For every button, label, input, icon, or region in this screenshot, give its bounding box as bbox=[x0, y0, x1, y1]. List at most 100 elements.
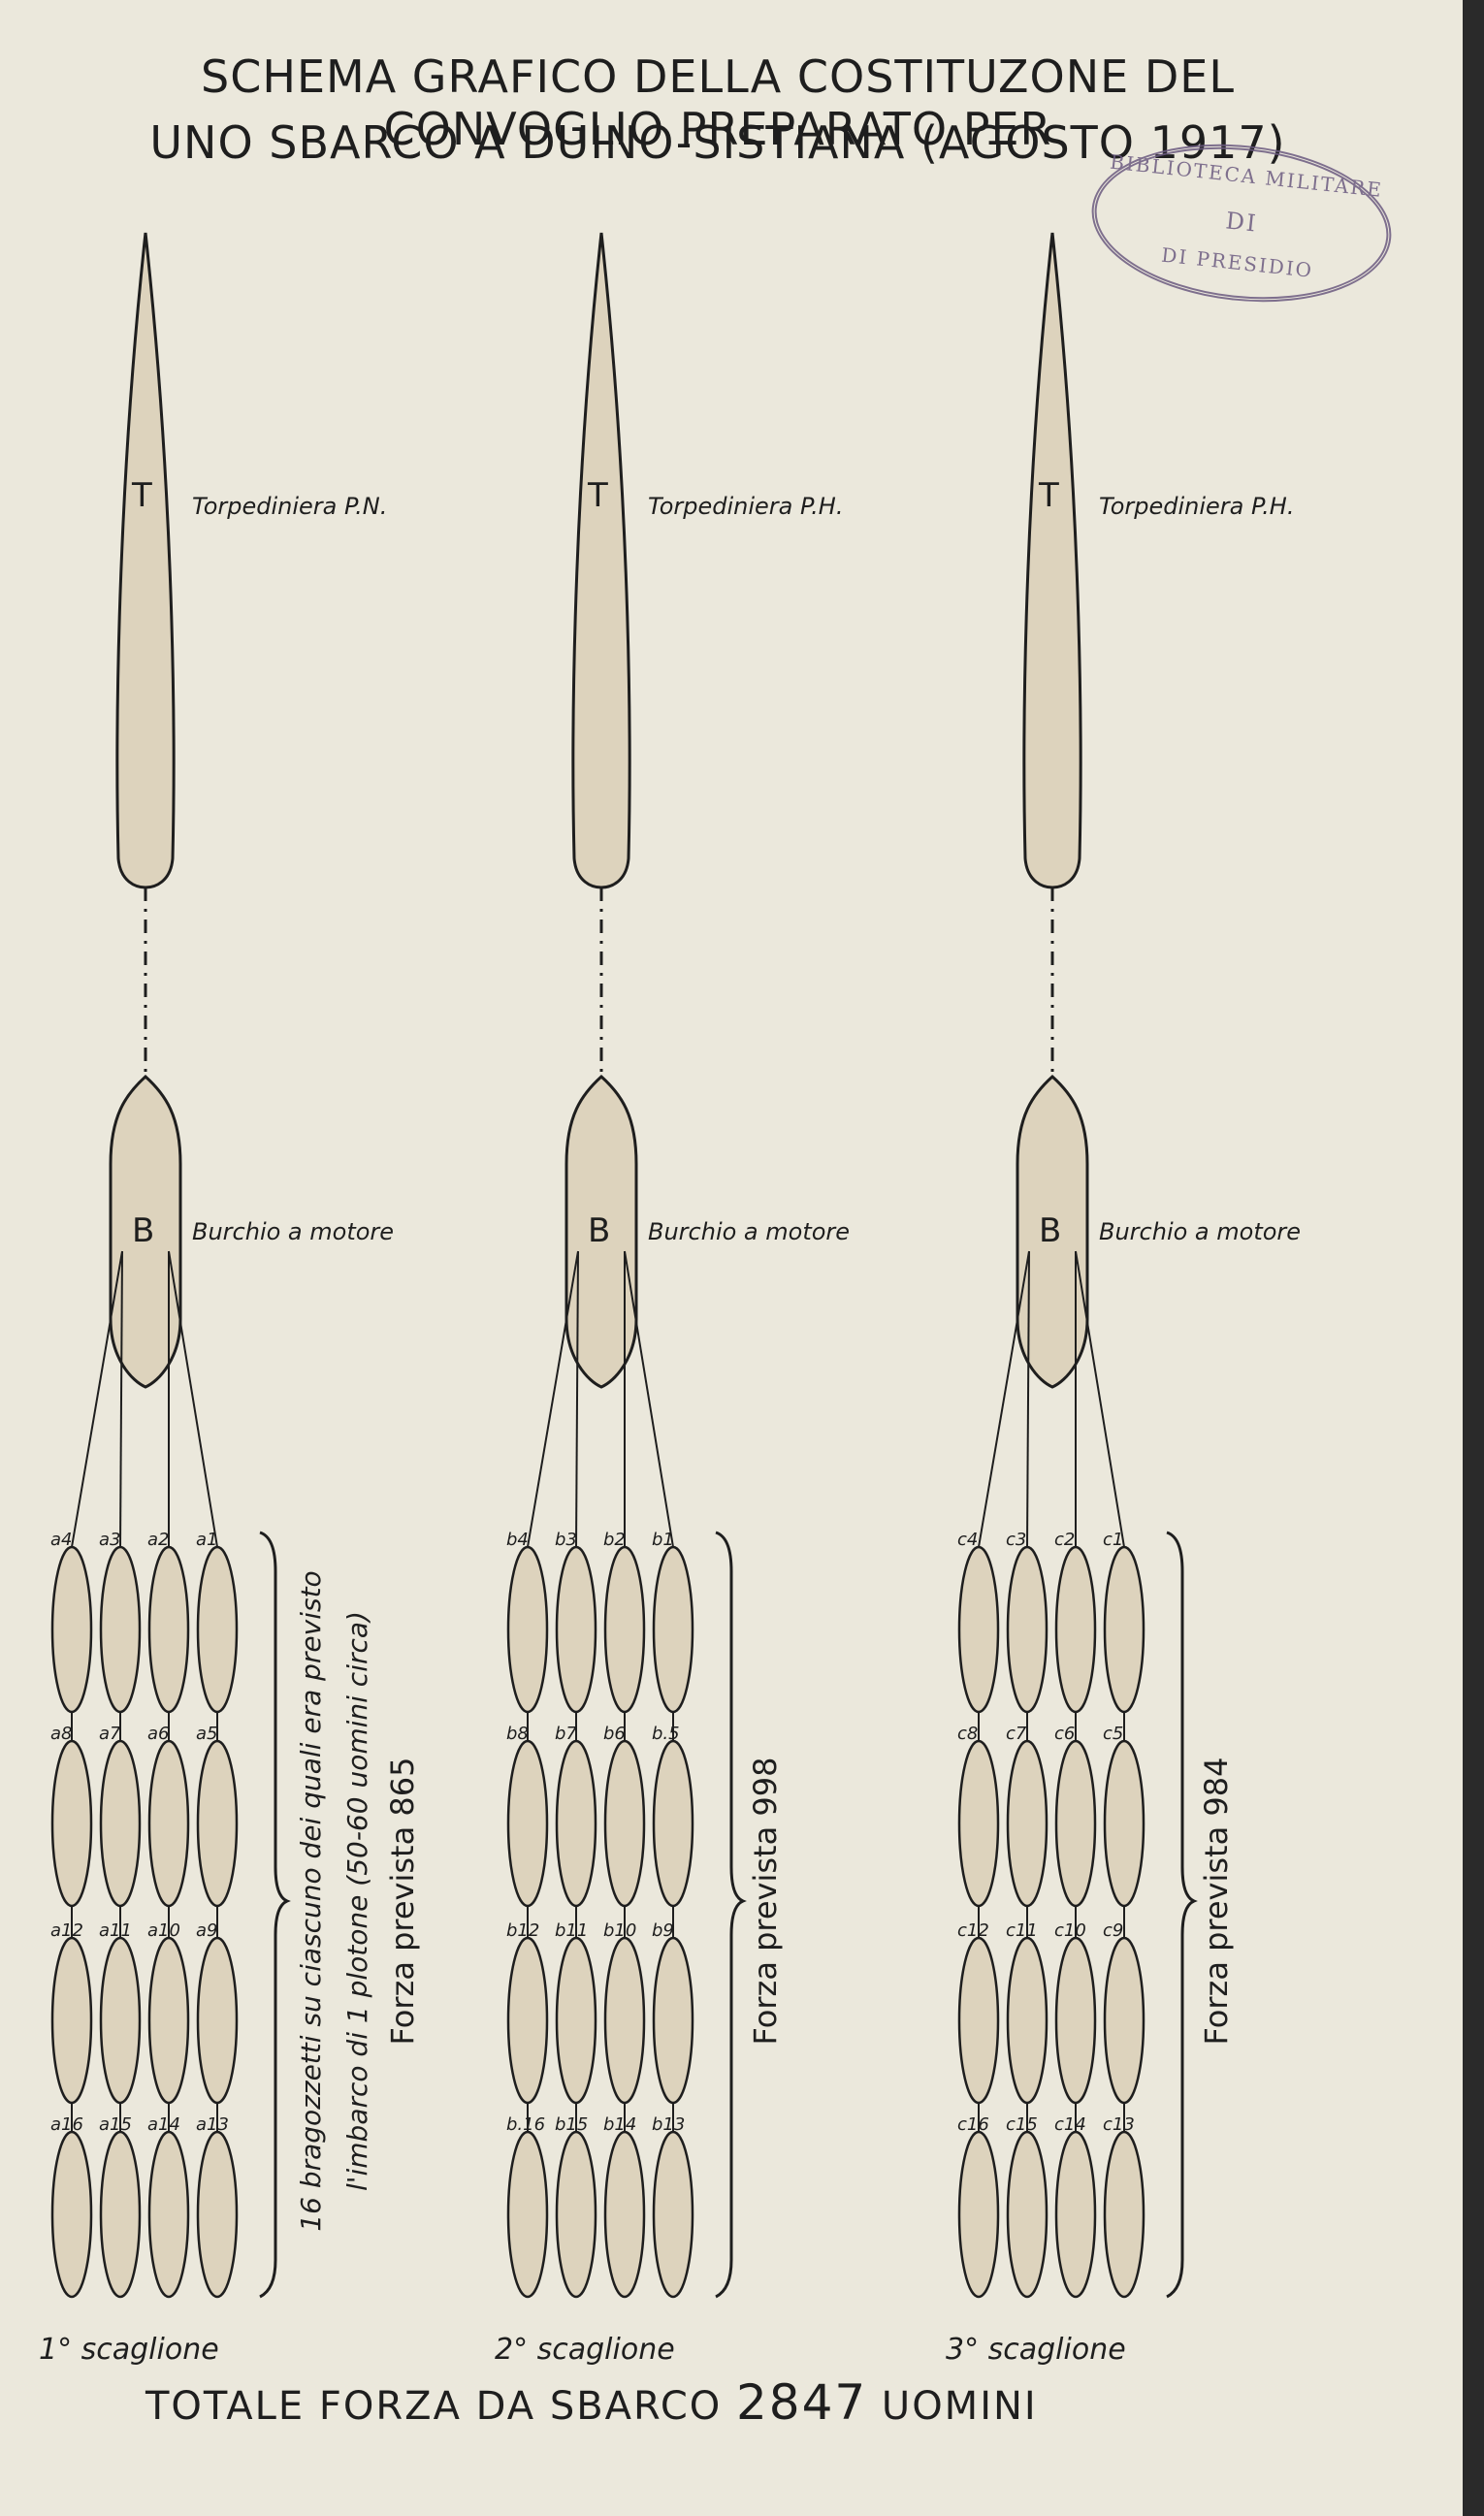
barge-tow-line bbox=[71, 1250, 123, 1548]
small-boat bbox=[555, 2130, 597, 2299]
total-force: TOTALE FORZA DA SBARCO 2847 UOMINI bbox=[145, 2374, 1038, 2431]
barge-tow-line bbox=[527, 1250, 579, 1548]
boat-label: b14 bbox=[603, 2114, 636, 2135]
boat-label: b.5 bbox=[652, 1724, 680, 1744]
small-boat bbox=[1054, 2130, 1097, 2299]
motor-barge-letter: B bbox=[1039, 1211, 1061, 1250]
torpedo-boat-label: Torpediniera P.H. bbox=[1099, 493, 1294, 520]
boat-label: b9 bbox=[652, 1920, 674, 1941]
small-boat bbox=[603, 1936, 646, 2105]
small-boat bbox=[555, 1545, 597, 1714]
force-label: 16 bragozzetti su ciascuno dei quali era… bbox=[295, 1570, 327, 2231]
small-boat bbox=[99, 1936, 142, 2105]
motor-barge-hull bbox=[109, 1074, 182, 1389]
small-boat bbox=[196, 1739, 239, 1908]
boat-label: b13 bbox=[652, 2114, 685, 2135]
torpedo-boat-letter: T bbox=[1038, 476, 1059, 515]
boat-label: c7 bbox=[1006, 1724, 1027, 1744]
motor-barge-label: Burchio a motore bbox=[192, 1218, 394, 1245]
barge-tow-line bbox=[1026, 1250, 1030, 1548]
barge-tow-line bbox=[119, 1250, 123, 1548]
small-boat bbox=[50, 1545, 93, 1714]
torpedo-boat-letter: T bbox=[131, 476, 152, 515]
boat-label: b11 bbox=[555, 1920, 588, 1941]
small-boat bbox=[1054, 1739, 1097, 1908]
boat-label: b4 bbox=[506, 1530, 529, 1550]
force-label: Forza prevista 865 bbox=[384, 1758, 421, 2046]
small-boat bbox=[506, 1936, 549, 2105]
barge-tow-line bbox=[1075, 1250, 1125, 1548]
small-boat bbox=[603, 1739, 646, 1908]
small-boat bbox=[1103, 2130, 1145, 2299]
boat-label: c16 bbox=[957, 2114, 989, 2135]
torpedo-boat-hull bbox=[115, 232, 176, 889]
torpedo-boat-hull bbox=[1022, 232, 1082, 889]
small-boat bbox=[50, 1936, 93, 2105]
motor-barge-hull bbox=[565, 1074, 638, 1389]
motor-barge-label: Burchio a motore bbox=[1099, 1218, 1301, 1245]
small-boat bbox=[555, 1936, 597, 2105]
small-boat bbox=[1054, 1936, 1097, 2105]
torpedo-boat-label: Torpediniera P.N. bbox=[192, 493, 387, 520]
motor-barge-hull bbox=[1016, 1074, 1089, 1389]
boat-label: a4 bbox=[50, 1530, 72, 1550]
small-boat bbox=[1054, 1545, 1097, 1714]
title-line-2: UNO SBARCO A DUINO-SISTIANA (AGOSTO 1917… bbox=[149, 116, 1286, 169]
force-label: Forza prevista 998 bbox=[747, 1758, 784, 2046]
column-3 bbox=[957, 232, 1198, 2299]
force-label: Forza prevista 984 bbox=[1198, 1758, 1235, 2046]
small-boat bbox=[99, 2130, 142, 2299]
boat-label: a7 bbox=[99, 1724, 121, 1744]
small-boat bbox=[652, 1545, 694, 1714]
small-boat bbox=[506, 1739, 549, 1908]
boat-label: c14 bbox=[1054, 2114, 1086, 2135]
small-boat bbox=[957, 1936, 1000, 2105]
boat-label: a2 bbox=[147, 1530, 169, 1550]
small-boat bbox=[1103, 1545, 1145, 1714]
boat-label: a5 bbox=[196, 1724, 217, 1744]
small-boat bbox=[196, 1545, 239, 1714]
force-label: l'imbarco di 1 plotone (50-60 uomini cir… bbox=[341, 1611, 373, 2191]
boat-label: a3 bbox=[99, 1530, 120, 1550]
boat-label: a11 bbox=[99, 1920, 132, 1941]
barge-tow-line bbox=[575, 1250, 579, 1548]
echelon-label: 2° scaglione bbox=[495, 2333, 675, 2367]
barge-tow-line bbox=[168, 1250, 218, 1548]
small-boat bbox=[603, 2130, 646, 2299]
small-boat bbox=[555, 1739, 597, 1908]
small-boat bbox=[50, 1739, 93, 1908]
boat-label: a16 bbox=[50, 2114, 83, 2135]
boat-label: b15 bbox=[555, 2114, 588, 2135]
torpedo-boat-letter: T bbox=[587, 476, 608, 515]
group-brace bbox=[259, 1531, 291, 2299]
small-boat bbox=[99, 1739, 142, 1908]
small-boat bbox=[957, 2130, 1000, 2299]
small-boat bbox=[147, 1936, 190, 2105]
title-line-1: SCHEMA GRAFICO DELLA COSTITUZONE DEL CON… bbox=[201, 50, 1235, 155]
barge-tow-line bbox=[624, 1250, 674, 1548]
boat-label: a6 bbox=[147, 1724, 169, 1744]
boat-label: a12 bbox=[50, 1920, 83, 1941]
small-boat bbox=[1006, 1936, 1048, 2105]
total-prefix: TOTALE FORZA DA SBARCO bbox=[145, 2384, 723, 2429]
boat-label: a14 bbox=[147, 2114, 180, 2135]
boat-label: b2 bbox=[603, 1530, 626, 1550]
small-boat bbox=[147, 1545, 190, 1714]
page-edge bbox=[1463, 0, 1484, 2516]
barge-tow-line bbox=[978, 1250, 1030, 1548]
boat-label: b1 bbox=[652, 1530, 674, 1550]
small-boat bbox=[1006, 1739, 1048, 1908]
echelon-label: 3° scaglione bbox=[946, 2333, 1126, 2367]
motor-barge-letter: B bbox=[132, 1211, 154, 1250]
boat-label: a1 bbox=[196, 1530, 217, 1550]
boat-label: b6 bbox=[603, 1724, 626, 1744]
boat-label: c10 bbox=[1054, 1920, 1086, 1941]
group-brace bbox=[1166, 1531, 1198, 2299]
boat-label: c3 bbox=[1006, 1530, 1026, 1550]
small-boat bbox=[196, 1936, 239, 2105]
small-boat bbox=[50, 2130, 93, 2299]
small-boat bbox=[603, 1545, 646, 1714]
boat-label: b12 bbox=[506, 1920, 539, 1941]
